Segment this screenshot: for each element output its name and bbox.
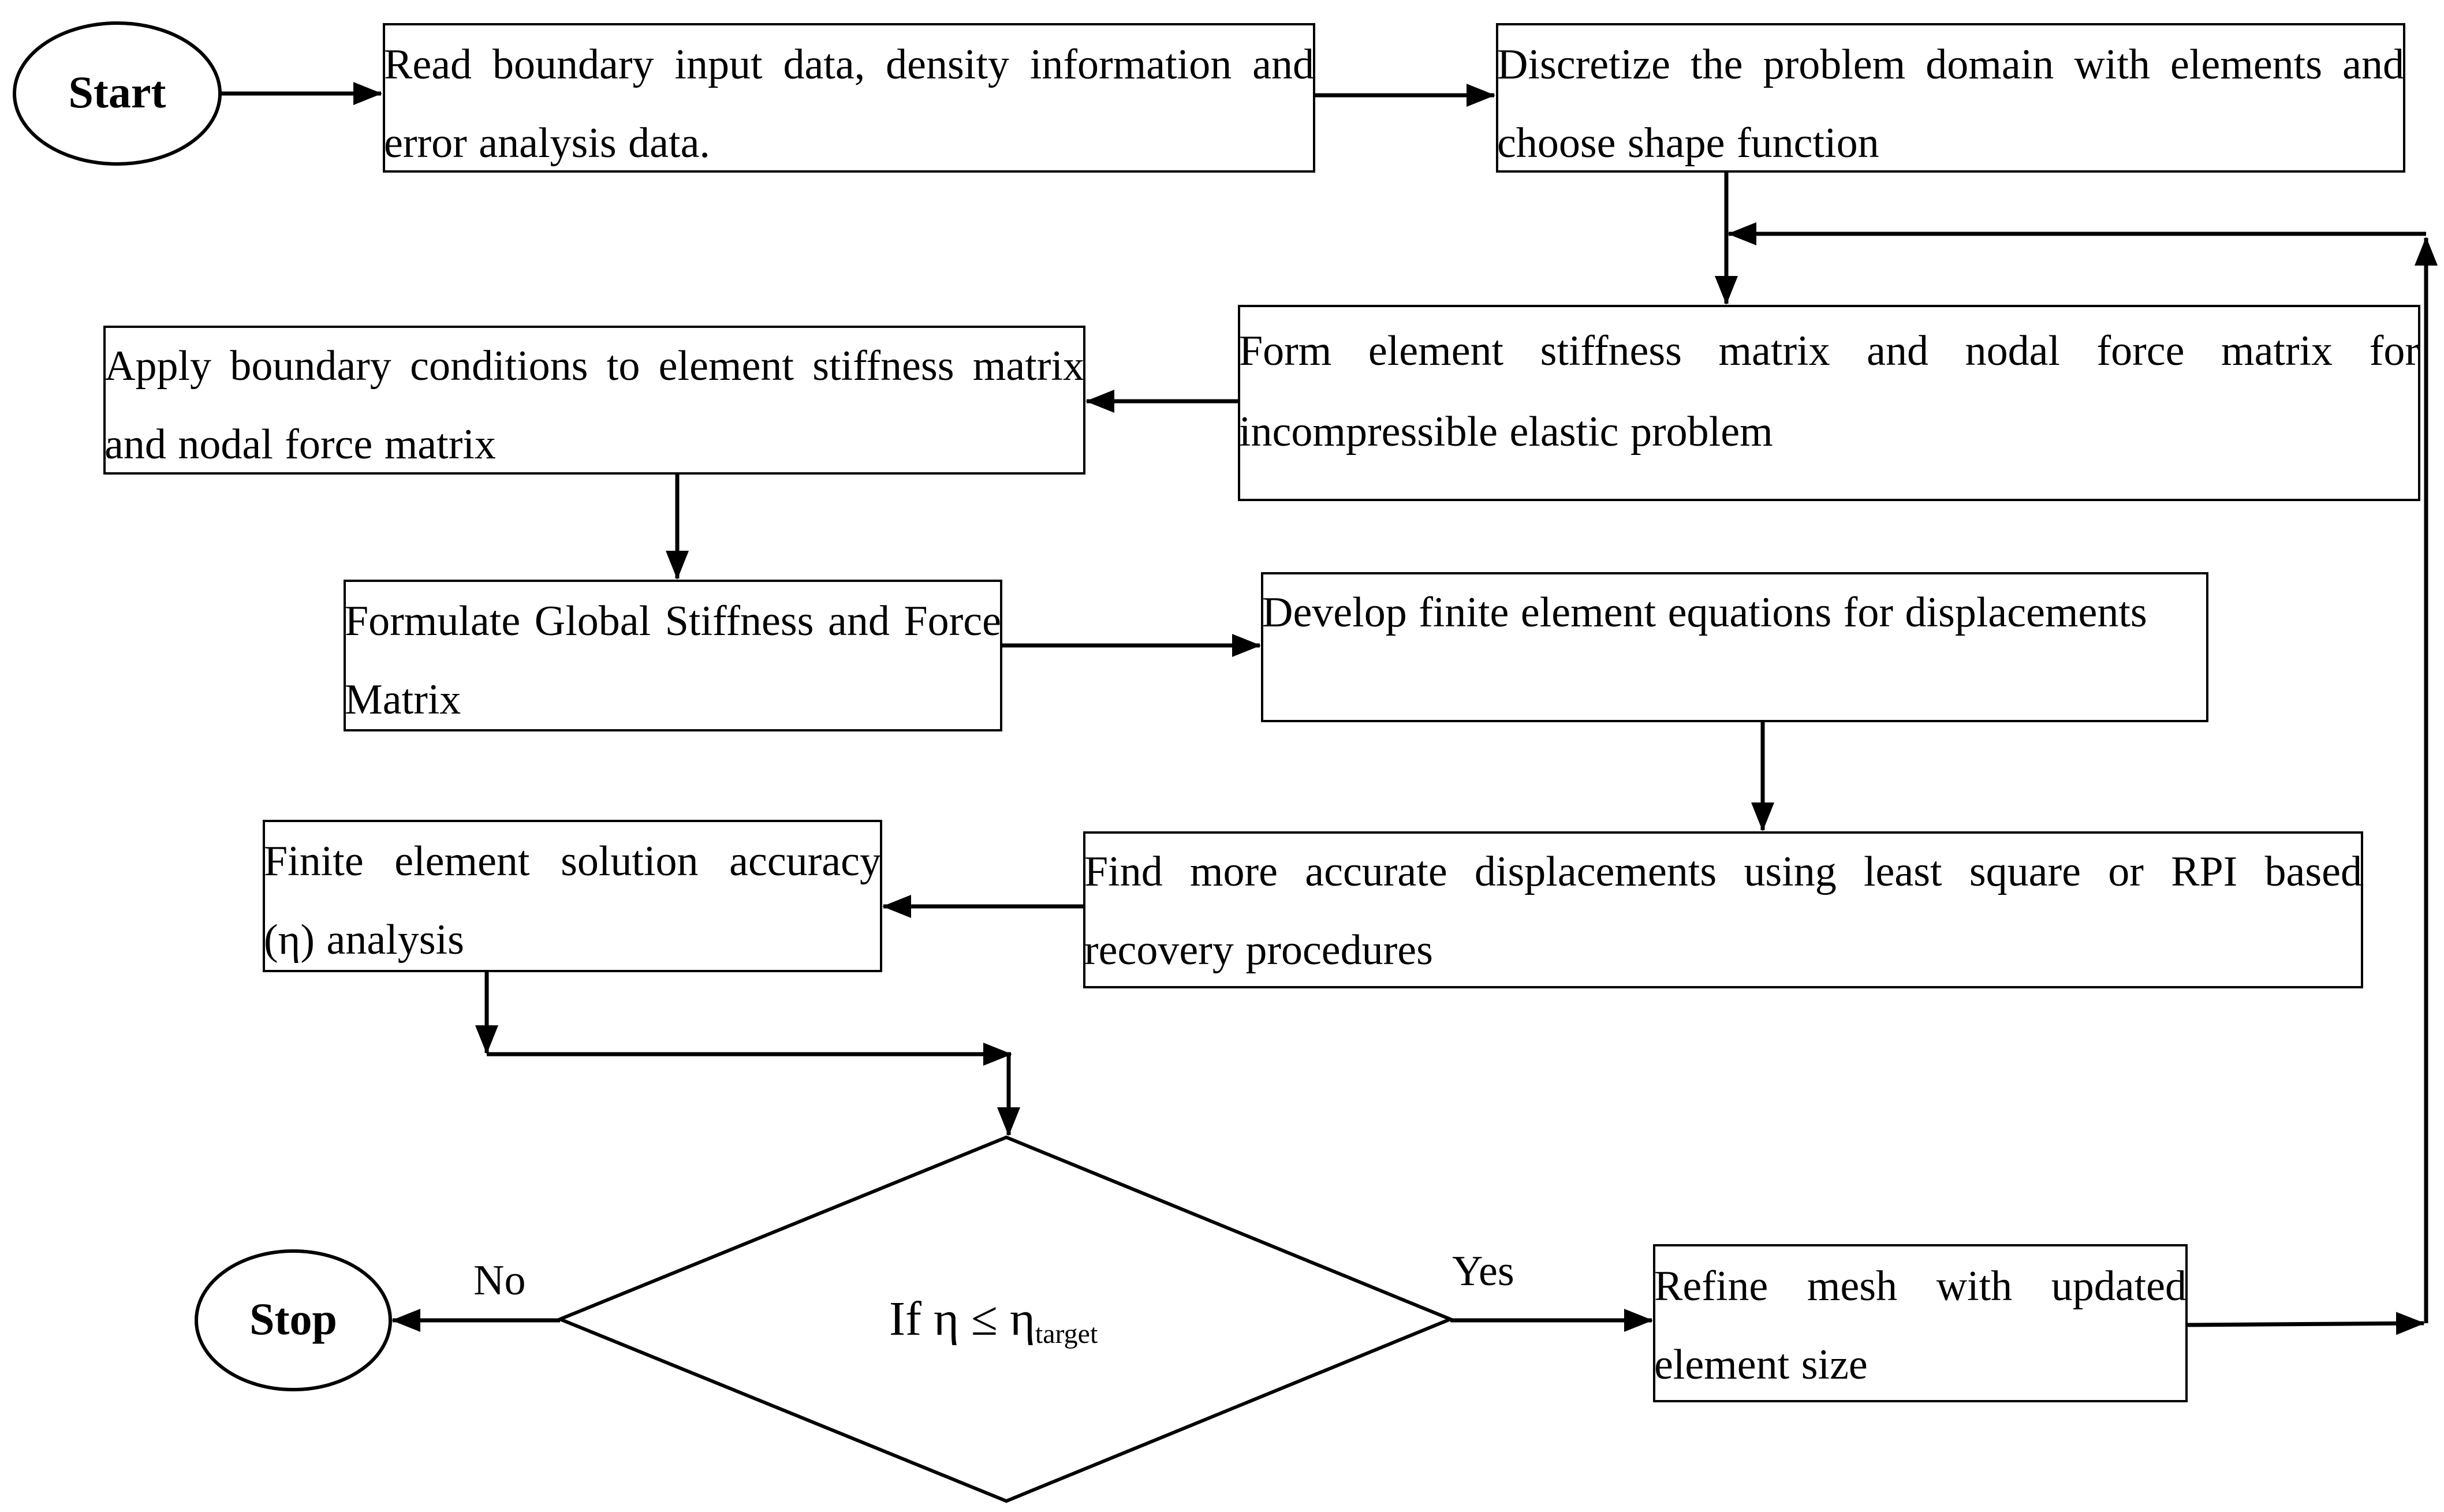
read-input-text: Read boundary input data, density inform… xyxy=(384,41,1314,167)
stop-terminal xyxy=(195,1249,392,1391)
read-input-box xyxy=(383,23,1315,173)
develop-equations-text: Develop finite element equations for dis… xyxy=(1262,589,2147,636)
form-stiffness-box xyxy=(1238,305,2420,501)
form-stiffness-text: Form element stiffness matrix and nodal … xyxy=(1239,327,2419,456)
refine-mesh-box xyxy=(1653,1244,2188,1402)
recovery-text: Find more accurate displacements using l… xyxy=(1084,848,2362,974)
edge-refine-right xyxy=(2186,1312,2425,1335)
no-label: No xyxy=(473,1257,526,1304)
apply-bc-text: Apply boundary conditions to element sti… xyxy=(105,342,1084,468)
accuracy-box xyxy=(263,820,882,972)
yes-label: Yes xyxy=(1452,1248,1514,1295)
stop-label: Stop xyxy=(249,1294,337,1344)
global-stiffness-box xyxy=(344,580,1002,731)
decision-condition: If η ≤ ηtarget xyxy=(889,1291,1098,1350)
start-label: Start xyxy=(68,67,166,117)
accuracy-text: Finite element solution accuracy (η) ana… xyxy=(264,838,881,964)
apply-bc-box xyxy=(103,326,1085,475)
global-stiffness-text: Formulate Global Stiffness and Force Mat… xyxy=(345,598,1001,723)
decision-condition-prefix: If η ≤ η xyxy=(889,1292,1035,1346)
decision-diamond xyxy=(555,1135,1455,1503)
discretize-text: Discretize the problem domain with eleme… xyxy=(1497,41,2404,167)
recovery-box xyxy=(1083,831,2363,988)
decision-condition-subscript: target xyxy=(1035,1319,1098,1349)
develop-equations-box xyxy=(1261,572,2208,722)
discretize-box xyxy=(1496,23,2405,173)
refine-mesh-text: Refine mesh with updated element size xyxy=(1654,1263,2186,1388)
